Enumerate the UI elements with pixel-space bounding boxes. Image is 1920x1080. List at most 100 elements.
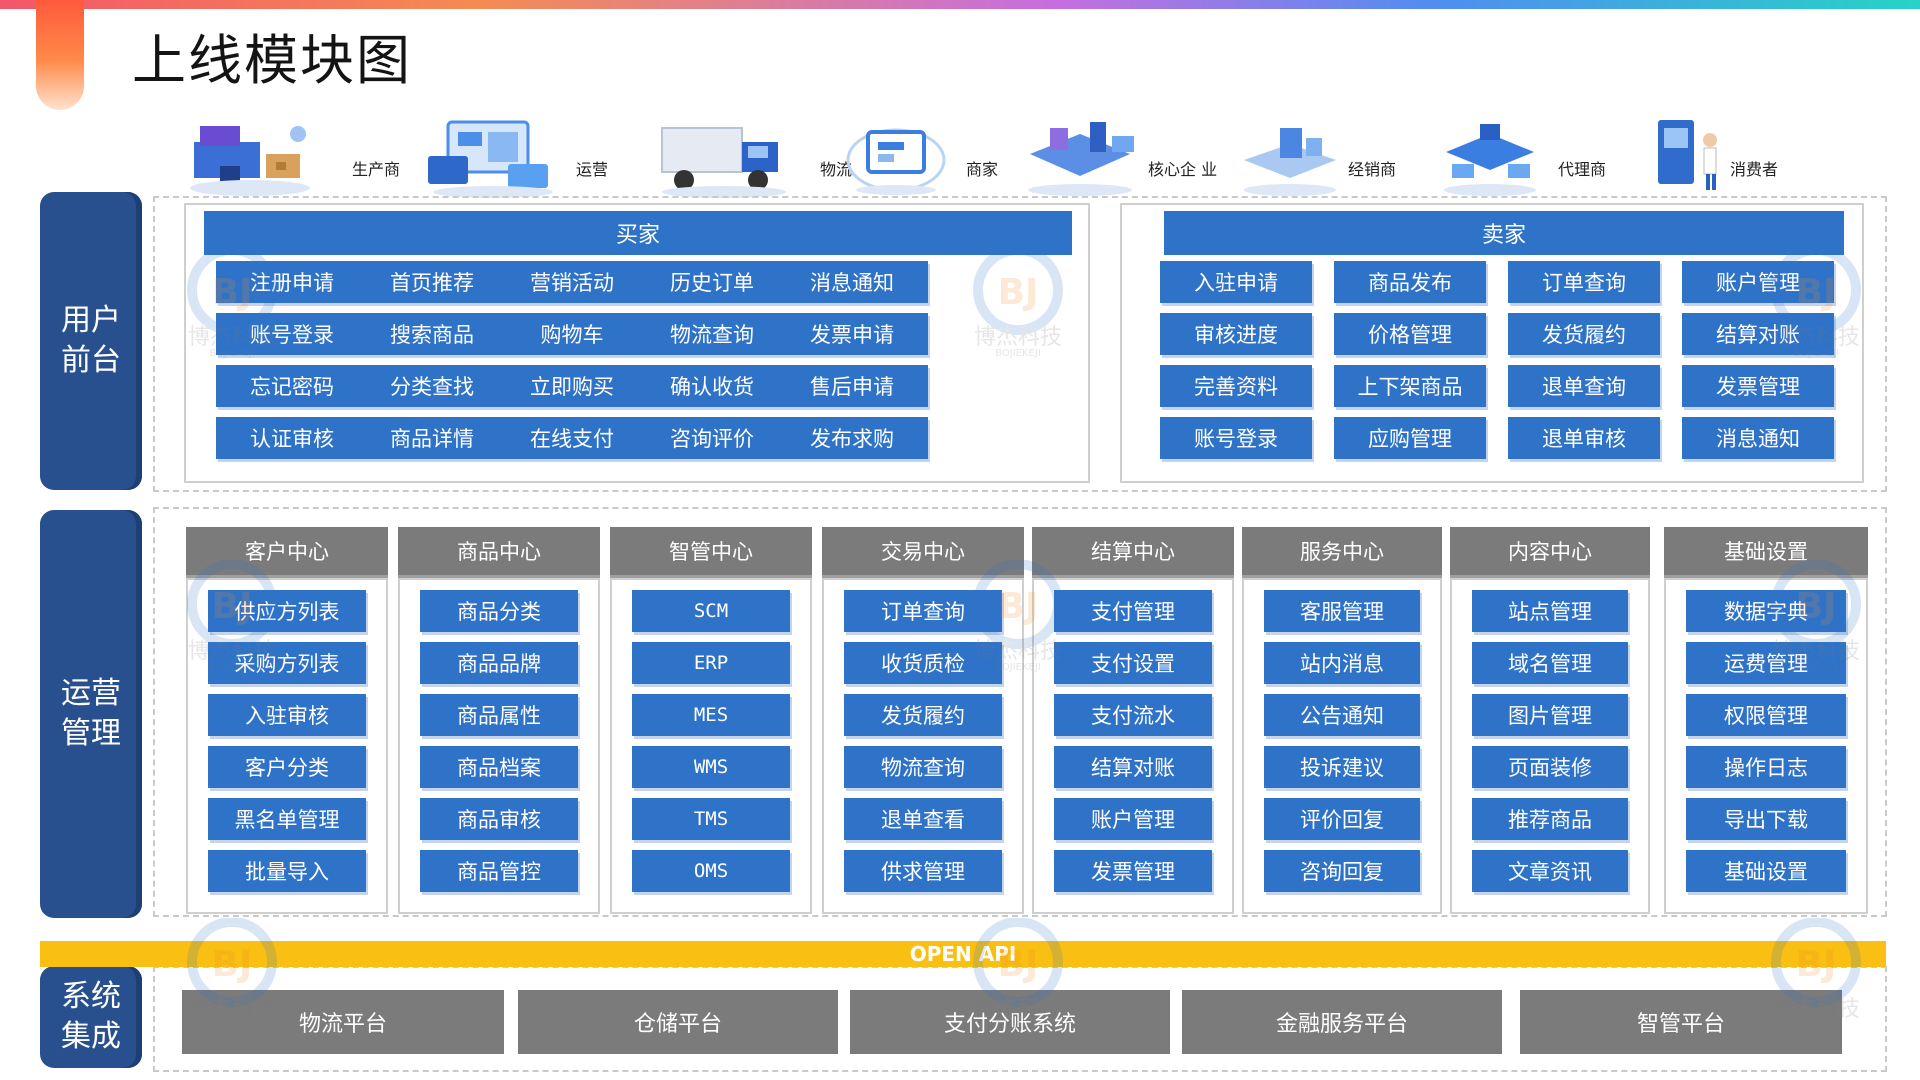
ops-module-button[interactable]: 公告通知 xyxy=(1264,694,1420,736)
buyer-module-button[interactable]: 首页推荐 xyxy=(356,261,508,303)
seller-module-button[interactable]: 订单查询 xyxy=(1508,261,1660,303)
ops-module-button[interactable]: 客服管理 xyxy=(1264,590,1420,632)
ops-module-button[interactable]: 权限管理 xyxy=(1686,694,1846,736)
ops-module-button[interactable]: 文章资讯 xyxy=(1472,850,1628,892)
seller-module-button[interactable]: 上下架商品 xyxy=(1334,365,1486,407)
ops-module-button[interactable]: 支付流水 xyxy=(1054,694,1212,736)
ops-module-button[interactable]: 发票管理 xyxy=(1054,850,1212,892)
ops-module-button[interactable]: 商品档案 xyxy=(420,746,578,788)
ops-module-button[interactable]: 支付设置 xyxy=(1054,642,1212,684)
ops-module-button[interactable]: 运费管理 xyxy=(1686,642,1846,684)
ops-module-button[interactable]: 商品分类 xyxy=(420,590,578,632)
buyer-module-button[interactable]: 发布求购 xyxy=(776,417,928,459)
buyer-module-button[interactable]: 在线支付 xyxy=(496,417,648,459)
ops-module-button[interactable]: 数据字典 xyxy=(1686,590,1846,632)
seller-module-button[interactable]: 账户管理 xyxy=(1682,261,1834,303)
ops-module-button[interactable]: 商品属性 xyxy=(420,694,578,736)
seller-module-button[interactable]: 应购管理 xyxy=(1334,417,1486,459)
ops-module-button[interactable]: 导出下载 xyxy=(1686,798,1846,840)
seller-module-button[interactable]: 发货履约 xyxy=(1508,313,1660,355)
ops-module-button[interactable]: 咨询回复 xyxy=(1264,850,1420,892)
seller-module-button[interactable]: 发票管理 xyxy=(1682,365,1834,407)
seller-module-button[interactable]: 账号登录 xyxy=(1160,417,1312,459)
seller-module-button[interactable]: 退单审核 xyxy=(1508,417,1660,459)
ops-module-button[interactable]: 评价回复 xyxy=(1264,798,1420,840)
ops-module-button[interactable]: 推荐商品 xyxy=(1472,798,1628,840)
ops-module-button[interactable]: OMS xyxy=(632,850,790,892)
ops-module-button[interactable]: 物流查询 xyxy=(844,746,1002,788)
ops-module-button[interactable]: MES xyxy=(632,694,790,736)
role-label: 物流 xyxy=(820,160,853,179)
buyer-module-button[interactable]: 购物车 xyxy=(496,313,648,355)
ops-module-button[interactable]: 商品审核 xyxy=(420,798,578,840)
buyer-module-button[interactable]: 商品详情 xyxy=(356,417,508,459)
ops-module-button[interactable]: 基础设置 xyxy=(1686,850,1846,892)
seller-panel: 卖家 入驻申请审核进度完善资料账号登录商品发布价格管理上下架商品应购管理订单查询… xyxy=(1120,203,1864,483)
ops-module-button[interactable]: 账户管理 xyxy=(1054,798,1212,840)
buyer-module-button[interactable]: 账号登录 xyxy=(216,313,368,355)
ops-module-button[interactable]: 供应方列表 xyxy=(208,590,366,632)
buyer-module-button[interactable]: 立即购买 xyxy=(496,365,648,407)
platform-block: 支付分账系统 xyxy=(850,990,1170,1054)
buyer-module-button[interactable]: 物流查询 xyxy=(636,313,788,355)
ops-module-button[interactable]: TMS xyxy=(632,798,790,840)
buyer-module-button[interactable]: 营销活动 xyxy=(496,261,648,303)
seller-module-button[interactable]: 退单查询 xyxy=(1508,365,1660,407)
operation-dashboard-icon xyxy=(428,120,553,198)
ops-module-button[interactable]: 发货履约 xyxy=(844,694,1002,736)
buyer-module-button[interactable]: 售后申请 xyxy=(776,365,928,407)
platform-block: 物流平台 xyxy=(182,990,504,1054)
integration-frame xyxy=(153,966,1887,1072)
buyer-module-button[interactable]: 注册申请 xyxy=(216,261,368,303)
ops-module-button[interactable]: 收货质检 xyxy=(844,642,1002,684)
ops-module-button[interactable]: WMS xyxy=(632,746,790,788)
ops-module-button[interactable]: 结算对账 xyxy=(1054,746,1212,788)
seller-module-button[interactable]: 价格管理 xyxy=(1334,313,1486,355)
buyer-module-button[interactable]: 消息通知 xyxy=(776,261,928,303)
seller-module-button[interactable]: 结算对账 xyxy=(1682,313,1834,355)
buyer-module-button[interactable]: 分类查找 xyxy=(356,365,508,407)
ops-module-button[interactable]: 支付管理 xyxy=(1054,590,1212,632)
buyer-module-button[interactable]: 搜索商品 xyxy=(356,313,508,355)
ops-module-button[interactable]: 域名管理 xyxy=(1472,642,1628,684)
ops-module-button[interactable]: 供求管理 xyxy=(844,850,1002,892)
ops-module-button[interactable]: 退单查看 xyxy=(844,798,1002,840)
seller-module-button[interactable]: 完善资料 xyxy=(1160,365,1312,407)
buyer-panel: 买家 注册申请账号登录忘记密码认证审核首页推荐搜索商品分类查找商品详情营销活动购… xyxy=(184,203,1090,483)
ops-center-header: 商品中心 xyxy=(398,527,600,575)
ops-module-button[interactable]: 客户分类 xyxy=(208,746,366,788)
ops-center-header: 服务中心 xyxy=(1242,527,1442,575)
seller-module-button[interactable]: 商品发布 xyxy=(1334,261,1486,303)
buyer-module-button[interactable]: 发票申请 xyxy=(776,313,928,355)
seller-module-button[interactable]: 消息通知 xyxy=(1682,417,1834,459)
ops-module-button[interactable]: 图片管理 xyxy=(1472,694,1628,736)
ops-module-button[interactable]: 站点管理 xyxy=(1472,590,1628,632)
buyer-module-button[interactable]: 认证审核 xyxy=(216,417,368,459)
open-api-bar: OPEN API xyxy=(40,941,1886,967)
seller-module-button[interactable]: 审核进度 xyxy=(1160,313,1312,355)
ops-module-button[interactable]: 商品管控 xyxy=(420,850,578,892)
ops-center-header: 结算中心 xyxy=(1032,527,1234,575)
ops-module-button[interactable]: 商品品牌 xyxy=(420,642,578,684)
ops-module-button[interactable]: 投诉建议 xyxy=(1264,746,1420,788)
ops-module-button[interactable]: 批量导入 xyxy=(208,850,366,892)
ops-module-button[interactable]: SCM xyxy=(632,590,790,632)
ops-module-button[interactable]: 页面装修 xyxy=(1472,746,1628,788)
merchant-monitor-icon xyxy=(846,128,946,195)
ops-module-button[interactable]: 订单查询 xyxy=(844,590,1002,632)
ops-module-button[interactable]: 入驻审核 xyxy=(208,694,366,736)
ops-module-button[interactable]: 黑名单管理 xyxy=(208,798,366,840)
buyer-module-button[interactable]: 忘记密码 xyxy=(216,365,368,407)
ops-module-button[interactable]: 采购方列表 xyxy=(208,642,366,684)
buyer-module-button[interactable]: 确认收货 xyxy=(636,365,788,407)
seller-module-button[interactable]: 入驻申请 xyxy=(1160,261,1312,303)
buyer-module-button[interactable]: 历史订单 xyxy=(636,261,788,303)
buyer-module-button[interactable]: 咨询评价 xyxy=(636,417,788,459)
ops-module-button[interactable]: 站内消息 xyxy=(1264,642,1420,684)
top-gradient-strip xyxy=(0,0,1920,9)
operations-frame xyxy=(153,507,1887,917)
ops-module-button[interactable]: 操作日志 xyxy=(1686,746,1846,788)
ops-module-button[interactable]: ERP xyxy=(632,642,790,684)
role-label: 商家 xyxy=(966,160,999,179)
ops-center-header: 内容中心 xyxy=(1450,527,1650,575)
